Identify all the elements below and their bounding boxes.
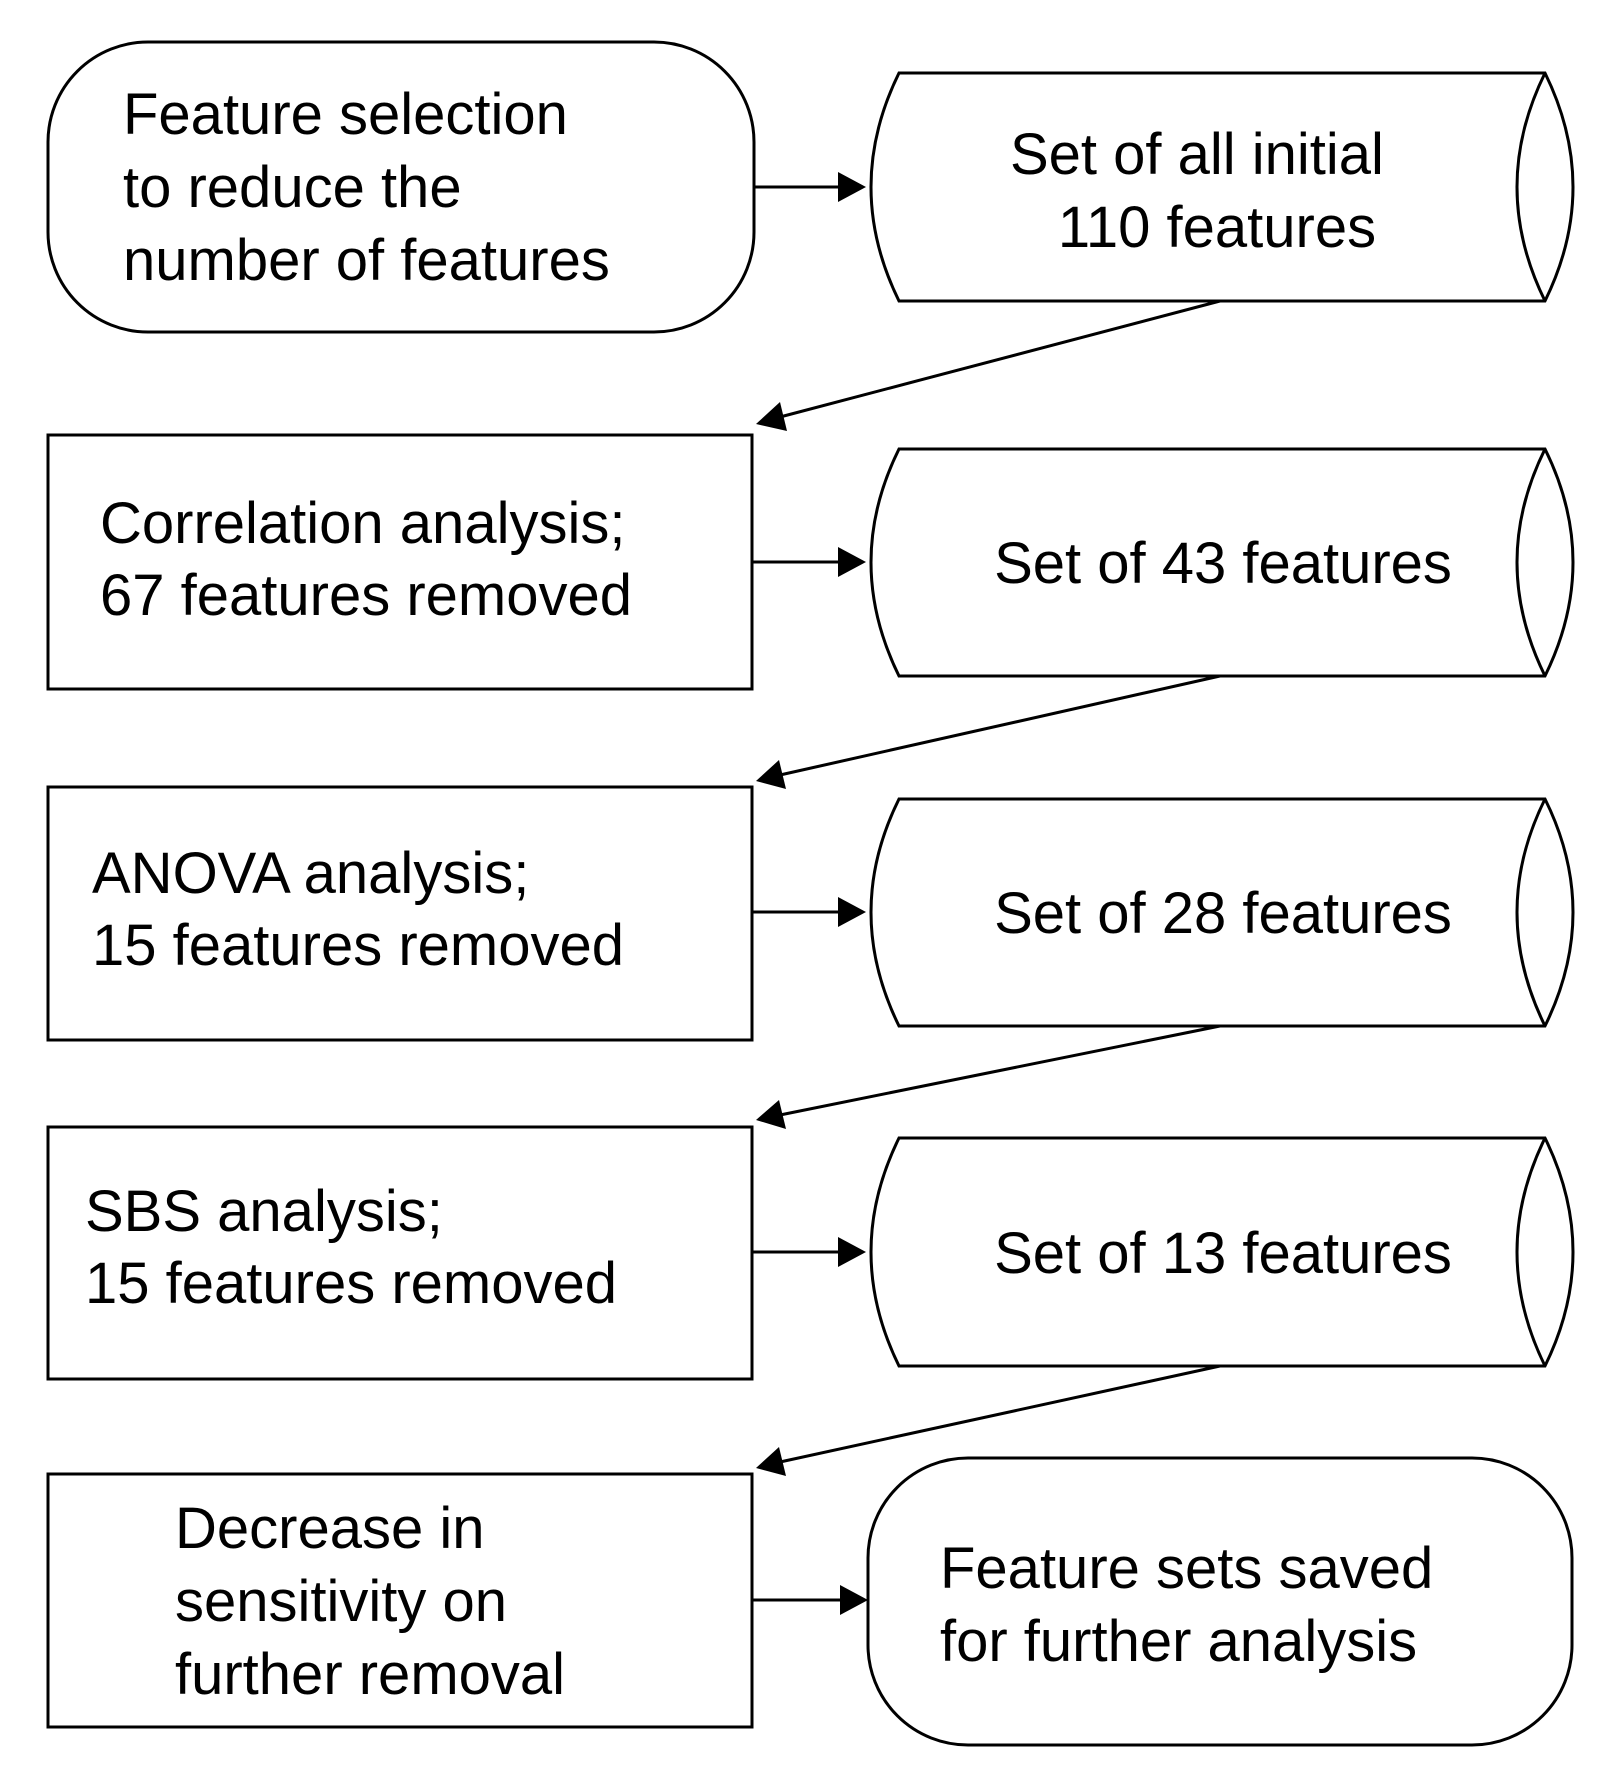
arrowhead-icon [756,1447,786,1476]
arrowhead-icon [756,1100,786,1129]
edge-line [779,674,1221,777]
decrease-line-1: Decrease in [175,1496,484,1561]
correlation-line-1: Correlation analysis; [100,491,625,556]
decrease-line-3: further removal [175,1642,565,1707]
set-initial-label: Set of all initial 110 features [1010,122,1400,260]
arrowhead-icon [756,402,787,431]
arrowhead-icon [838,172,866,202]
sbs-line-2: 15 features removed [85,1251,617,1316]
correlation-line-2: 67 features removed [100,563,632,628]
set-43-line-1: Set of 43 features [994,531,1452,596]
set-28-cylinder-rim [1515,798,1547,1027]
start-line-1: Feature selection [123,82,568,147]
set-13-label: Set of 13 features [994,1221,1452,1286]
arrowhead-icon [840,1585,868,1615]
sbs-line-1: SBS analysis; [85,1179,443,1244]
start-label: Feature selection to reduce the number o… [123,82,610,293]
set-initial-line-1: Set of all initial [1010,122,1384,187]
end-line-2: for further analysis [940,1609,1417,1674]
edge-set-28-to-sbs [756,1024,1221,1129]
node-set-13: Set of 13 features [869,1136,1575,1368]
correlation-box [46,433,754,691]
end-rounded-box [866,1456,1574,1747]
edge-anova-to-set-28 [752,897,866,927]
edge-set-43-to-anova [756,674,1221,789]
end-line-1: Feature sets saved [940,1536,1433,1601]
set-initial-cylinder-rim [1515,72,1547,302]
anova-box [46,785,754,1042]
start-line-3: number of features [123,228,610,293]
edge-line [779,299,1221,419]
edge-sbs-to-set-13 [752,1237,866,1267]
edge-line [779,1364,1221,1464]
sbs-box [46,1125,754,1381]
anova-line-1: ANOVA analysis; [92,841,529,906]
start-line-2: to reduce the [123,155,462,220]
node-sbs: SBS analysis; 15 features removed [46,1125,754,1381]
node-correlation: Correlation analysis; 67 features remove… [46,433,754,691]
arrowhead-icon [838,1237,866,1267]
set-28-line-1: Set of 28 features [994,881,1452,946]
arrowhead-icon [756,760,786,789]
set-43-label: Set of 43 features [994,531,1452,596]
node-start: Feature selection to reduce the number o… [46,40,756,334]
set-28-label: Set of 28 features [994,881,1452,946]
node-set-43: Set of 43 features [869,447,1575,678]
edge-set-initial-to-correlation [756,299,1221,431]
arrowhead-icon [838,897,866,927]
edge-line [779,1024,1221,1117]
arrowhead-icon [838,547,866,577]
set-13-line-1: Set of 13 features [994,1221,1452,1286]
node-set-28: Set of 28 features [869,797,1575,1028]
decrease-label: Decrease in sensitivity on further remov… [175,1496,565,1707]
anova-line-2: 15 features removed [92,913,624,978]
edge-correlation-to-set-43 [752,547,866,577]
sbs-label: SBS analysis; 15 features removed [85,1179,617,1316]
node-decrease: Decrease in sensitivity on further remov… [46,1472,754,1729]
end-label: Feature sets saved for further analysis [940,1536,1449,1674]
set-13-cylinder-rim [1515,1137,1547,1367]
node-anova: ANOVA analysis; 15 features removed [46,785,754,1042]
set-43-cylinder-rim [1515,448,1547,677]
decrease-line-2: sensitivity on [175,1569,507,1634]
node-end: Feature sets saved for further analysis [866,1456,1574,1747]
node-set-initial: Set of all initial 110 features [869,71,1575,303]
anova-label: ANOVA analysis; 15 features removed [92,841,624,978]
edge-start-to-set-initial [754,172,866,202]
set-initial-line-2: 110 features [1058,195,1376,260]
edge-set-13-to-decrease [756,1364,1221,1476]
edge-decrease-to-end [752,1585,868,1615]
set-initial-cylinder [869,71,1575,303]
correlation-label: Correlation analysis; 67 features remove… [100,491,642,628]
